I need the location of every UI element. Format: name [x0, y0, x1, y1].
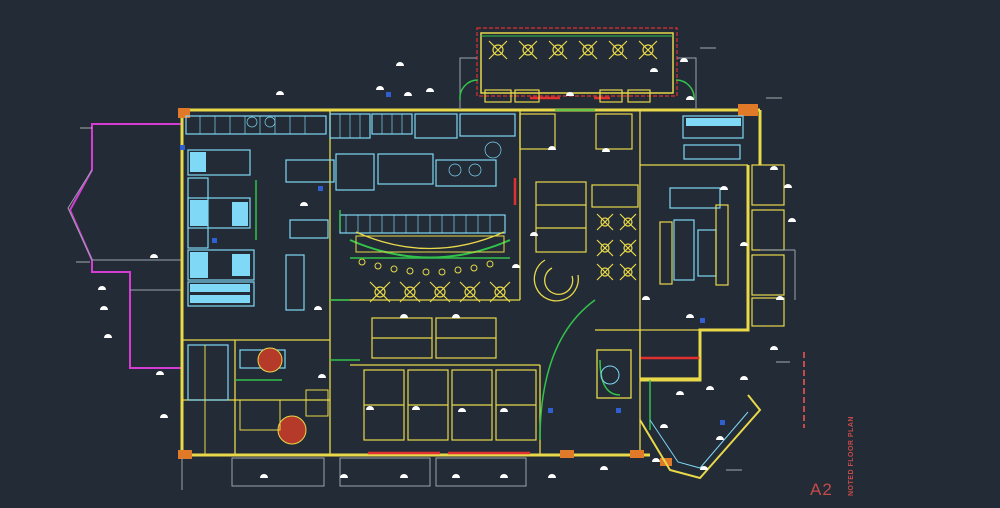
patio-table	[488, 40, 508, 60]
restroom-fixtures	[257, 347, 307, 445]
patio-table	[518, 40, 538, 60]
patio-table	[608, 40, 628, 60]
building-walls	[180, 108, 762, 457]
bar-counter	[349, 231, 511, 259]
sheet-number: A2	[810, 480, 833, 499]
leader-lines	[76, 47, 790, 471]
patio-tables	[484, 40, 658, 103]
patio-table	[638, 40, 658, 60]
host-stand-curve	[533, 259, 579, 302]
patio-table	[548, 40, 568, 60]
restroom-partitions	[204, 345, 329, 455]
sheet-title: NOTED FLOOR PLAN	[848, 416, 855, 496]
drain-markers	[180, 92, 725, 425]
canopy-frame	[67, 169, 183, 291]
patio-table	[578, 40, 598, 60]
exterior-bays	[181, 249, 796, 490]
kitchen-equipment-fill	[190, 118, 741, 303]
outdoor-canopy	[68, 123, 183, 369]
patio	[459, 27, 697, 110]
circulation-curves	[235, 109, 651, 441]
kitchen-details	[199, 114, 502, 233]
room-tag-markers	[98, 58, 796, 478]
booths	[363, 113, 785, 441]
entry-vestibule	[596, 349, 762, 480]
dining-tables	[369, 213, 637, 303]
door-openings-red	[368, 96, 700, 455]
bar-stools	[358, 258, 494, 276]
interior-walls	[182, 110, 748, 455]
wall-caps	[178, 104, 758, 466]
